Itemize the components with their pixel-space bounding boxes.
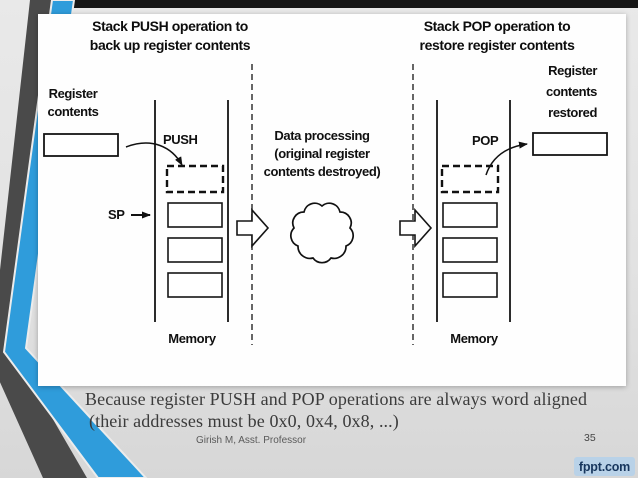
restored-line2: contents <box>546 84 597 99</box>
register-restored-box <box>532 132 608 156</box>
processing-line2: (original register <box>274 146 370 161</box>
push-target-cell-dashed <box>165 164 225 194</box>
pop-section-title: Stack POP operation to restore register … <box>389 17 605 55</box>
memory-column-right <box>436 100 511 322</box>
pop-source-cell-dashed <box>440 164 500 194</box>
footer-author: Girish M, Asst. Professor <box>196 435 307 446</box>
pop-title-line2: restore register contents <box>419 37 575 53</box>
block-arrow-right <box>399 207 433 249</box>
pop-title-line1: Stack POP operation to <box>423 18 571 34</box>
caption-line2: (their addresses must be 0x0, 0x4, 0x8, … <box>89 411 399 431</box>
push-section-title: Stack PUSH operation to back up register… <box>62 17 278 55</box>
memory-label-left: Memory <box>168 331 216 346</box>
page-number: 35 <box>584 432 596 444</box>
memory-label-right: Memory <box>450 331 498 346</box>
pop-label: POP <box>472 133 499 148</box>
top-accent-bar <box>58 0 638 8</box>
memory-column-left <box>154 100 229 322</box>
pop-flow-arrow <box>485 141 528 176</box>
decorative-stripe-dark <box>0 0 87 478</box>
slide-content-panel <box>38 14 626 386</box>
push-label: PUSH <box>163 132 198 147</box>
push-title-line2: back up register contents <box>89 37 251 53</box>
restored-line3: restored <box>548 105 597 120</box>
brand-badge-text: fppt.com <box>578 459 631 474</box>
sp-label: SP <box>108 207 125 222</box>
push-flow-arrow <box>125 142 183 166</box>
stack-cells-left <box>167 202 223 298</box>
processing-line3: contents destroyed) <box>263 164 381 179</box>
push-title-line1: Stack PUSH operation to <box>92 18 248 34</box>
register-contents-box <box>43 133 119 157</box>
restored-line1: Register <box>548 63 597 78</box>
register-contents-label: Register contents <box>34 85 112 121</box>
register-contents-line1: Register <box>48 86 98 101</box>
processing-line1: Data processing <box>274 128 370 143</box>
register-contents-line2: contents <box>47 104 99 119</box>
register-restored-label: Register contents restored <box>517 60 597 123</box>
stack-cells-right <box>442 202 498 298</box>
block-arrow-left <box>236 207 270 249</box>
caption-line1: Because register PUSH and POP operations… <box>85 389 588 409</box>
brand-badge: fppt.com <box>574 457 635 476</box>
data-processing-cloud <box>290 202 354 264</box>
data-processing-label: Data processing (original register conte… <box>247 127 397 181</box>
